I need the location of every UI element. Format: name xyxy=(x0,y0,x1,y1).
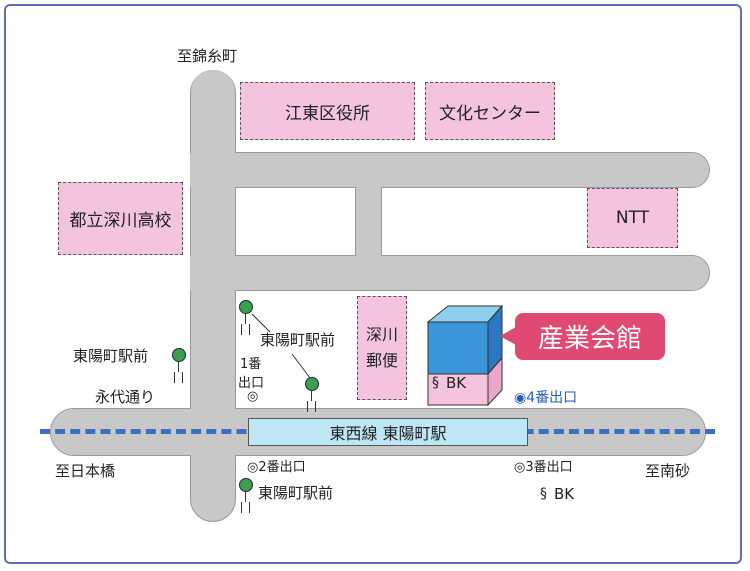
direction-east: 至南砂 xyxy=(645,462,691,480)
city-office: 江東区役所 xyxy=(240,82,415,140)
ntt: NTT xyxy=(587,188,678,248)
bank-icon: § xyxy=(540,486,547,502)
city-office-label: 江東区役所 xyxy=(285,103,370,124)
callout-pointer xyxy=(500,327,516,345)
street-label: 永代通り xyxy=(95,388,156,406)
bank-label-south: BK xyxy=(554,485,575,503)
bank-icon: § xyxy=(432,375,439,391)
target-label: 産業会館 xyxy=(537,324,642,354)
direction-west: 至日本橋 xyxy=(55,462,116,480)
exit1-label: 1番 xyxy=(240,357,262,372)
bus-stop-tree-icon xyxy=(239,478,253,504)
bank-label-building: BK xyxy=(446,374,467,392)
bus-stop-label: 東陽町駅前 xyxy=(73,347,149,365)
bus-stop-label: 東陽町駅前 xyxy=(260,331,336,349)
direction-north: 至錦糸町 xyxy=(177,47,238,65)
bus-stop-tree-icon xyxy=(239,300,253,326)
bus-stop-tree-icon xyxy=(172,348,186,374)
post-office-label-1: 深川 xyxy=(365,325,398,344)
high-school: 都立深川高校 xyxy=(58,182,183,255)
exit1-label: 出口 xyxy=(238,376,265,391)
exit4-label: ◉4番出口 xyxy=(514,390,578,406)
station-box: 東西線 東陽町駅 xyxy=(248,418,528,446)
post-office-label-2: 郵便 xyxy=(365,351,398,370)
target-callout: 産業会館 xyxy=(515,313,665,360)
ntt-label: NTT xyxy=(615,208,650,228)
post-office: 深川 郵便 xyxy=(357,296,407,400)
station-label: 東西線 東陽町駅 xyxy=(329,424,447,443)
culture-center: 文化センター xyxy=(425,82,555,140)
exit3-label: ◎3番出口 xyxy=(514,460,573,475)
culture-center-label: 文化センター xyxy=(439,103,541,124)
bus-stop-connector xyxy=(251,313,311,379)
exit1-marker-icon: ◎ xyxy=(247,389,259,404)
bus-stop-label: 東陽町駅前 xyxy=(258,484,334,502)
high-school-label: 都立深川高校 xyxy=(69,211,172,231)
road-vertical-small xyxy=(355,187,382,256)
map-frame xyxy=(4,4,742,564)
exit2-label: ◎2番出口 xyxy=(247,460,306,475)
sangyo-kaikan-building xyxy=(426,304,504,407)
bus-stop-tree-icon xyxy=(305,377,319,403)
